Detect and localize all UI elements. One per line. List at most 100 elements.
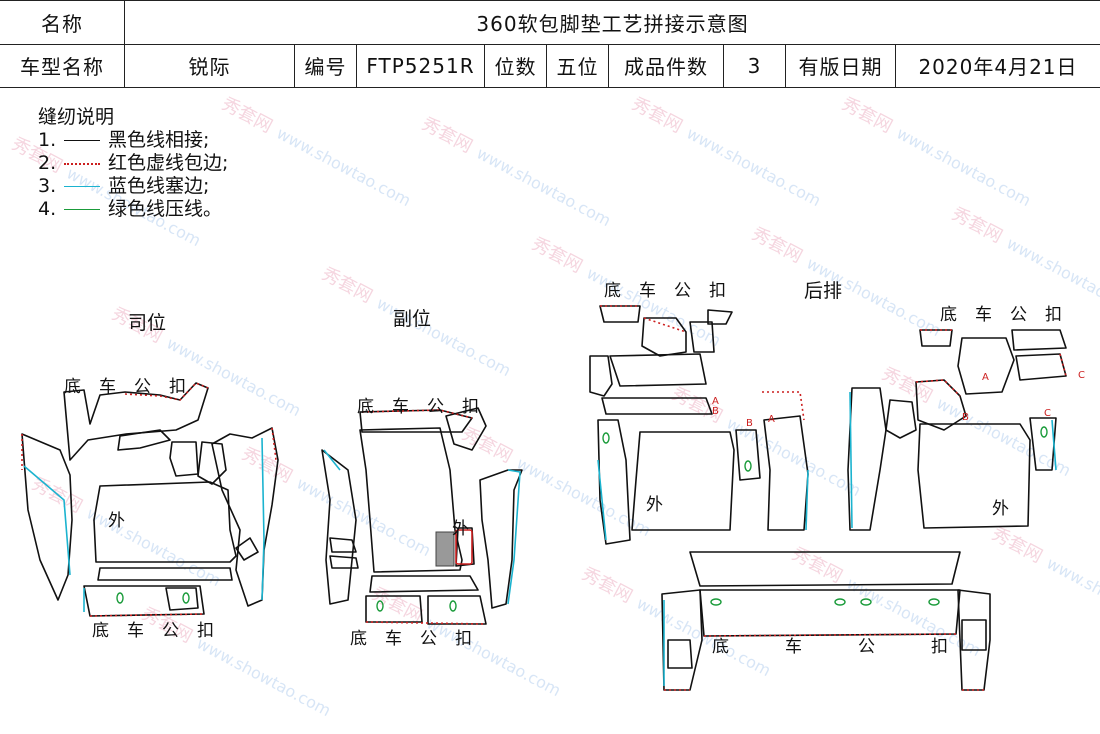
- mark-b-3: B: [962, 412, 969, 423]
- legend-swatch-green: [64, 209, 100, 210]
- green-mark-rear-1: [602, 432, 610, 444]
- blue-edge-rear-center: [805, 469, 809, 531]
- legend-num-2: 2.: [38, 152, 57, 174]
- driver-pedal-right: [197, 441, 227, 485]
- clip-label-driver-bottom: 底车公扣: [92, 621, 232, 641]
- rear-left-small: [667, 639, 693, 669]
- legend-num-4: 4.: [38, 198, 57, 220]
- rear-left-tall: [589, 355, 613, 397]
- pedal-red-box: [455, 529, 473, 565]
- mark-a-2: A: [768, 414, 775, 425]
- passenger-left-side: [321, 449, 357, 605]
- clip-label-rear-bottom: 底车公扣: [712, 637, 1004, 657]
- blue-edge-rear-right: [1051, 419, 1057, 471]
- driver-cross-bar: [117, 429, 171, 451]
- rear-tunnel-bar: [689, 551, 961, 587]
- red-hem-pass-bottom: [365, 621, 487, 625]
- green-mark-pass-1: [376, 600, 384, 612]
- driver-pedal-left: [169, 441, 199, 477]
- rear-center-main: [631, 431, 735, 531]
- passenger-top-right: [445, 407, 487, 451]
- driver-small-tab: [235, 537, 259, 561]
- rear-top-center: [641, 317, 687, 357]
- legend-swatch-black: [64, 140, 100, 141]
- rear-right-foot: [957, 589, 991, 691]
- seats-value: 五位: [547, 44, 609, 87]
- header-table: 名称 360软包脚垫工艺拼接示意图 车型名称 锐际 编号 FTP5251R 位数…: [0, 0, 1100, 88]
- rear-long-strip: [699, 589, 961, 637]
- red-hem-driver-bottom: [89, 613, 205, 617]
- green-mark-driver-1: [116, 592, 124, 604]
- outer-label-rear-right: 外: [992, 499, 1009, 519]
- model-value: 锐际: [125, 44, 295, 87]
- legend-swatch-red: [64, 162, 100, 165]
- green-mark-rear-2: [744, 460, 752, 472]
- blue-edge-driver-right: [261, 437, 265, 601]
- driver-lower-strip: [97, 567, 233, 581]
- rear-right-mid: [885, 399, 917, 439]
- legend-item-1: 1. 黑色线相接;: [38, 129, 228, 152]
- blue-edge-driver-left: [23, 465, 71, 576]
- rear-upper-bar: [609, 353, 707, 387]
- code-value: FTP5251R: [357, 44, 485, 87]
- driver-bottom-strip: [83, 585, 205, 617]
- driver-main-floor: [93, 481, 237, 563]
- green-mark-driver-2: [182, 592, 190, 604]
- clip-label-driver-top: 底车公扣: [64, 377, 204, 397]
- model-label: 车型名称: [0, 44, 125, 87]
- outer-label-driver: 外: [108, 511, 125, 531]
- rear-right-top-tab: [919, 329, 953, 347]
- name-label: 名称: [0, 0, 125, 44]
- rear-right-arch: [915, 379, 967, 431]
- green-mark-rear-7: [928, 598, 940, 606]
- blue-edge-pass-left: [323, 449, 341, 471]
- pieces-label: 成品件数: [609, 44, 724, 87]
- passenger-left-stack-2: [329, 555, 359, 569]
- rear-right-upright: [847, 387, 887, 531]
- driver-bottom-tab: [165, 587, 199, 611]
- red-hem-rear-arch: [915, 379, 961, 397]
- legend-item-3: 3. 蓝色线塞边;: [38, 175, 228, 198]
- blue-edge-rear-upright: [849, 391, 853, 529]
- legend-num-1: 1.: [38, 129, 57, 151]
- mark-a-1: A: [712, 396, 719, 407]
- pieces-value: 3: [724, 44, 786, 87]
- driver-top-piece: [63, 382, 209, 461]
- header-rule-top: [0, 0, 1100, 1]
- clip-label-rear-top-left: 底车公扣: [604, 281, 744, 301]
- clip-label-rear-top-right: 底车公扣: [940, 305, 1080, 325]
- rear-top-left-tab: [599, 305, 641, 323]
- passenger-top-bar: [359, 409, 473, 433]
- red-hem-rear-top-center: [643, 317, 687, 333]
- passenger-bottom-left: [365, 595, 423, 623]
- rear-right-side: [1029, 417, 1057, 471]
- outer-label-passenger: 外: [452, 519, 469, 539]
- mark-c-2: C: [1078, 370, 1085, 381]
- green-mark-rear-6: [860, 598, 872, 606]
- clip-label-passenger-bottom: 底车公扣: [350, 629, 490, 649]
- mark-b-1: B: [712, 406, 719, 417]
- section-passenger: 副位: [393, 308, 432, 330]
- section-driver: 司位: [128, 312, 167, 334]
- passenger-right-upright: [479, 469, 523, 609]
- red-hem-driver-right: [271, 427, 277, 461]
- blue-edge-rear-left: [597, 459, 607, 541]
- legend-swatch-blue: [64, 186, 100, 187]
- legend-item-2: 2. 红色虚线包边;: [38, 152, 228, 175]
- section-rear: 后排: [804, 280, 843, 302]
- passenger-bottom-right: [427, 595, 487, 625]
- red-hem-rear-upright: [762, 391, 805, 421]
- green-mark-pass-2: [449, 600, 457, 612]
- rear-top-right-tab: [707, 309, 733, 325]
- rear-upper-side: [689, 321, 715, 353]
- outer-label-rear-left: 外: [646, 495, 663, 515]
- red-hem-rear-box: [1059, 353, 1067, 377]
- rear-left-main: [597, 419, 631, 545]
- legend-text-3: 蓝色线塞边;: [108, 175, 210, 197]
- seats-label: 位数: [485, 44, 547, 87]
- mark-c-1: C: [1044, 408, 1051, 419]
- legend-num-3: 3.: [38, 175, 57, 197]
- legend-text-4: 绿色线压线。: [108, 198, 223, 220]
- red-hem-driver-top: [124, 382, 209, 401]
